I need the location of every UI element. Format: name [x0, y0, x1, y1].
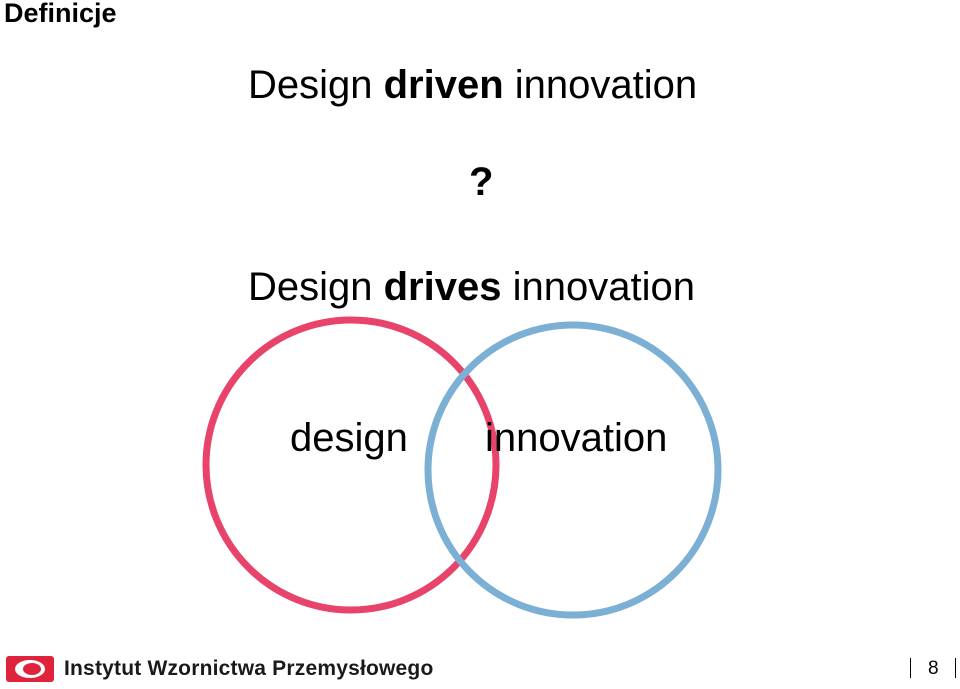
- statement-driven-prefix: Design: [248, 63, 384, 107]
- question-mark: ?: [469, 160, 494, 204]
- page-number: 8: [928, 658, 939, 679]
- statement-drives-emphasis: drives: [383, 265, 502, 309]
- statement-drives-prefix: Design: [248, 265, 384, 309]
- design-label: design: [290, 416, 408, 460]
- page-number-divider-right: [955, 658, 956, 678]
- organization-name: Instytut Wzornictwa Przemysłowego: [64, 657, 434, 680]
- innovation-circle: [424, 321, 722, 619]
- institute-logo-icon: [6, 656, 54, 682]
- design-circle: [202, 316, 500, 614]
- statement-drives-suffix: innovation: [501, 265, 695, 309]
- innovation-label: innovation: [485, 416, 668, 460]
- statement-drives: Design drives innovation: [248, 265, 695, 310]
- statement-driven-emphasis: driven: [383, 63, 504, 107]
- page-number-divider-left: [910, 658, 911, 678]
- statement-driven-suffix: innovation: [503, 63, 698, 107]
- slide-title: Definicje: [4, 0, 117, 28]
- statement-driven: Design driven innovation: [248, 63, 697, 108]
